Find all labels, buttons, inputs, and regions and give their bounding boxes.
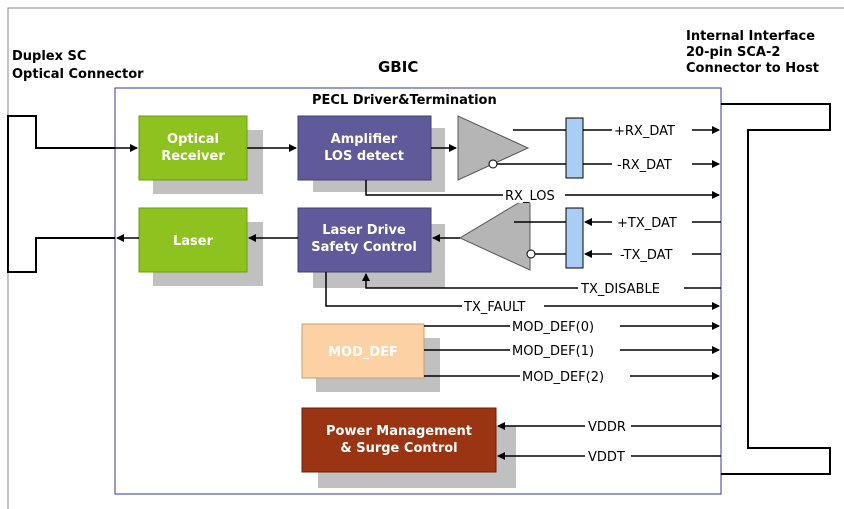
tx-dat-n-label: -TX_DAT: [620, 248, 673, 263]
rx-inverter-bubble: [488, 159, 498, 169]
mod-def1-label-bg: [510, 342, 620, 358]
tx-disable-label: TX_DISABLE: [580, 282, 660, 297]
page-border: [7, 7, 844, 509]
amplifier-label-1: Amplifier: [331, 132, 398, 147]
vddt-label: VDDT: [588, 450, 625, 465]
gbic-boundary: [114, 87, 722, 495]
host-interface-label-2: 20-pin SCA-2: [686, 45, 780, 60]
rx-dat-n-label-bg: [612, 156, 692, 172]
mod-def2-label-bg: [520, 368, 630, 384]
host-interface-label-1: Internal Interface: [686, 29, 815, 44]
laser-drive-label-2: Safety Control: [311, 240, 417, 255]
tx-dat-n-label-bg: [612, 246, 692, 262]
tx-termination: [565, 207, 584, 269]
tx-disable-label-bg: [578, 280, 684, 296]
rx-termination: [565, 117, 584, 179]
host-connector-outline: [721, 103, 831, 475]
mod-def0-label: MOD_DEF(0): [512, 320, 594, 335]
mod-def1-label: MOD_DEF(1): [512, 344, 594, 359]
mod-def-label: MOD_DEF: [328, 345, 398, 360]
tx-fault-label-bg: [462, 298, 544, 314]
mod-def2-label: MOD_DEF(2): [522, 370, 604, 385]
power-block: [301, 407, 497, 473]
diagram-title: GBIC: [378, 58, 418, 76]
vddr-label: VDDR: [588, 420, 626, 435]
laser-drive-block: [297, 207, 432, 273]
optical-receiver-label-2: Receiver: [161, 149, 225, 164]
rx-los-label: RX_LOS: [505, 189, 555, 204]
amplifier-block: [297, 115, 432, 181]
tx-fault-arrow: [325, 272, 720, 310]
optical-connector-label-1: Duplex SC: [12, 49, 86, 64]
optical-receiver-label-1: Optical: [167, 132, 219, 147]
laser-label: Laser: [173, 234, 214, 249]
rx-buffer-triangle: [457, 115, 530, 181]
laser-block: [138, 207, 248, 273]
rx-los-label-bg: [503, 187, 565, 203]
rx-dat-p-label-bg: [612, 122, 692, 138]
rx-dat-n-label: -RX_DAT: [617, 158, 672, 173]
amplifier-label-2: LOS detect: [324, 149, 404, 164]
tx-dat-p-label-bg: [612, 214, 692, 230]
optical-receiver-block: [138, 115, 248, 181]
vddt-label-bg: [585, 448, 631, 464]
tx-dat-p-label: +TX_DAT: [617, 216, 677, 231]
tx-fault-label: TX_FAULT: [463, 300, 525, 315]
laser-drive-label-1: Laser Drive: [322, 223, 406, 238]
vddr-label-bg: [585, 418, 631, 434]
optical-connector-outline: [7, 115, 115, 273]
tx-inverter-bubble: [526, 249, 536, 259]
mod-def-block: [301, 323, 425, 379]
host-interface-label-3: Connector to Host: [686, 61, 819, 76]
power-label-2: & Surge Control: [340, 441, 457, 456]
optical-connector-label-2: Optical Connector: [12, 67, 144, 82]
rx-los-arrow: [365, 180, 720, 199]
mod-def0-label-bg: [510, 318, 620, 334]
power-label-1: Power Management: [326, 424, 472, 439]
rx-dat-p-label: +RX_DAT: [614, 124, 675, 139]
pecl-label: PECL Driver&Termination: [312, 93, 497, 108]
tx-buffer-triangle: [458, 195, 531, 271]
